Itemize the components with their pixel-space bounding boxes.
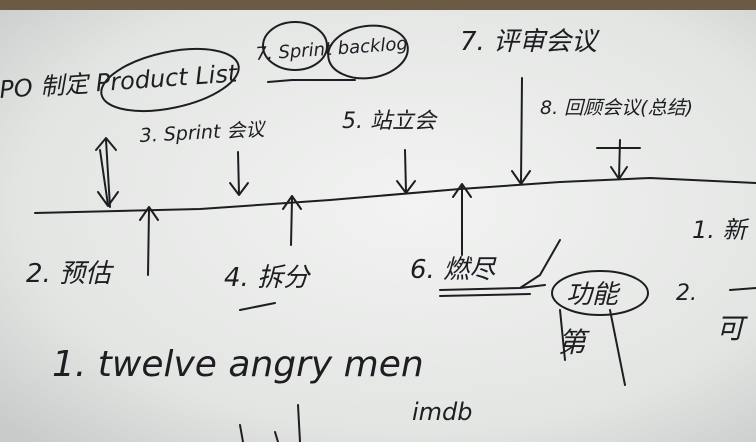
breakdown-underline bbox=[239, 302, 276, 311]
burndown-underline bbox=[439, 293, 531, 297]
features-note: 功能 bbox=[566, 280, 621, 310]
imdb-note: imdb bbox=[412, 398, 473, 426]
estimate-down-arrow bbox=[97, 149, 119, 207]
right-stroke bbox=[729, 287, 756, 291]
features-ellipse bbox=[551, 270, 649, 316]
retrospective-note: 8. 回顾会议(总结) bbox=[540, 97, 693, 119]
review-down-arrow bbox=[511, 77, 531, 185]
estimate-up-arrow bbox=[95, 137, 117, 208]
retro-down-arrow bbox=[610, 139, 628, 180]
breakdown-note: 4. 拆分 bbox=[224, 263, 311, 293]
review-meeting-note: 7. 评审会议 bbox=[460, 27, 600, 57]
breakdown-up-arrow bbox=[139, 206, 159, 276]
twelve-angry-men-note: 1. twelve angry men bbox=[52, 344, 424, 385]
backlog-ellipse bbox=[327, 24, 409, 80]
right-top-note: 1. 新 bbox=[692, 216, 750, 244]
features-branch bbox=[559, 309, 626, 386]
burndown-bracket bbox=[439, 239, 561, 291]
board-surface bbox=[0, 10, 756, 442]
right-edge-note: 可 bbox=[716, 312, 748, 345]
standup-down-arrow bbox=[396, 149, 416, 194]
right-bottom-note: 第 bbox=[558, 326, 590, 359]
sprint-bracket bbox=[267, 79, 356, 83]
product-list-ellipse bbox=[100, 47, 240, 113]
sprint-ellipse bbox=[262, 21, 328, 71]
right-number-note: 2. bbox=[676, 281, 697, 306]
bottom-marks bbox=[239, 404, 301, 442]
burndown-up-arrow bbox=[452, 183, 472, 256]
sprint-meeting-down-arrow bbox=[229, 151, 249, 196]
standup-note: 5. 站立会 bbox=[342, 109, 438, 134]
timeline-line bbox=[34, 177, 756, 214]
breakdown2-up-arrow bbox=[282, 195, 302, 246]
burndown-note: 6. 燃尽 bbox=[410, 255, 497, 285]
estimate-note: 2. 预估 bbox=[26, 259, 114, 289]
